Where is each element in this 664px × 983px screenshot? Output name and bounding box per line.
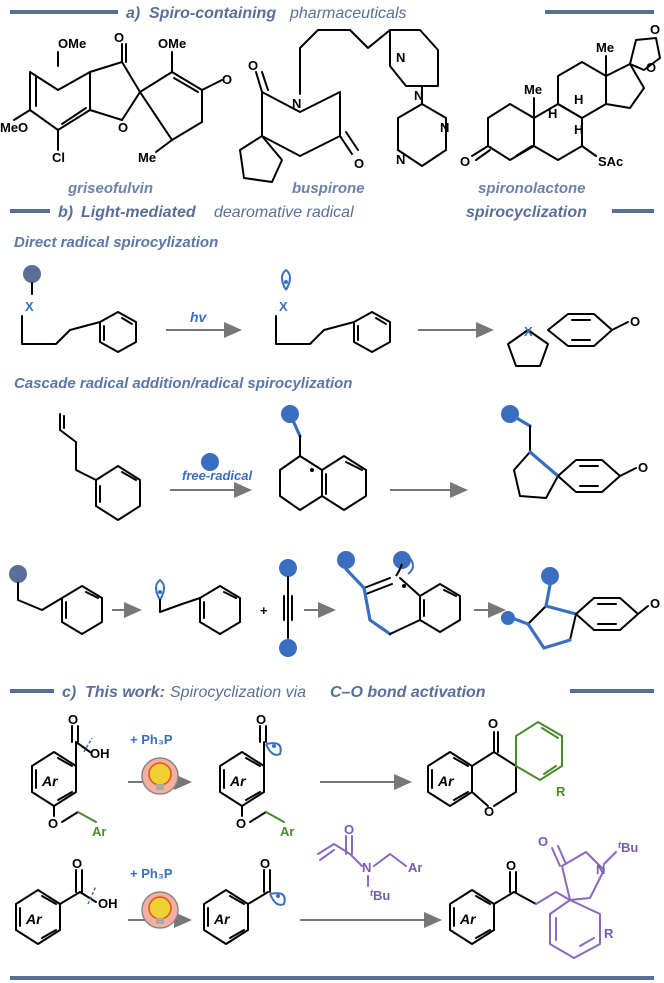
reagent-label-1: + Ph₃P	[130, 732, 173, 747]
reagent-label-2: + Ph₃P	[130, 866, 173, 881]
buspirone-pyr-n2: N	[396, 152, 405, 167]
acid-oh-2: OH	[98, 896, 118, 911]
cascade-scheme-1: free-radical O	[59, 405, 648, 521]
spironolactone-structure: O Me Me H H H O O SAc spironolactone	[460, 22, 661, 197]
direct-spirocyclization-scheme: X hv X X O	[21, 265, 640, 367]
lactam-n: N	[596, 862, 605, 877]
section-c-title-bold: This work:	[85, 684, 165, 701]
spironolactone-h2: H	[574, 92, 583, 107]
cascade-scheme-2: + O	[9, 551, 660, 657]
spironolactone-lactone-o: O	[650, 22, 660, 37]
buspirone-pip-n1: N	[396, 50, 405, 65]
buspirone-imide-n: N	[292, 96, 301, 111]
buspirone-pyr-n1: N	[440, 120, 449, 135]
cascade2-product-o: O	[650, 596, 660, 611]
section-b-header: b) Light-mediated dearomative radical sp…	[10, 204, 654, 221]
ar-label-2: Ar	[229, 773, 247, 789]
acyl-o-1: O	[256, 712, 266, 727]
acid-carbonyl-o-1: O	[68, 712, 78, 727]
griseofulvin-structure: OMe O OMe O O MeO Cl Me griseofulvin	[0, 30, 232, 197]
direct-x-atom-3: X	[524, 324, 533, 339]
chromanone-o: O	[488, 716, 498, 731]
section-b-label: b)	[58, 204, 73, 221]
section-b-title-bold2: spirocyclization	[466, 204, 587, 221]
section-b-title-mid: dearomative radical	[214, 204, 354, 221]
spironolactone-me1: Me	[524, 82, 542, 97]
direct-x-atom-1: X	[25, 299, 34, 314]
ar-label-4: Ar	[25, 911, 43, 927]
acrylamide-n: N	[362, 860, 371, 875]
ar-label-6: Ar	[459, 911, 477, 927]
subheading-cascade: Cascade radical addition/radical spirocy…	[14, 375, 352, 392]
ether-o-1: O	[48, 816, 58, 831]
acid-carbonyl-o-2: O	[72, 856, 82, 871]
acrylamide-reagent: O N Ar tBu	[317, 822, 422, 903]
r-group-2: R	[604, 926, 614, 941]
griseofulvin-ketone-o: O	[222, 72, 232, 87]
section-a-label: a)	[126, 5, 140, 22]
griseofulvin-cl: Cl	[52, 150, 65, 165]
buspirone-structure: N O O N N N N buspirone	[239, 29, 449, 197]
molecule-name-buspirone: buspirone	[292, 180, 365, 197]
photocatalyst-icon-2	[141, 891, 179, 929]
cascade2-plus: +	[260, 603, 268, 618]
lactam-tbu: tBu	[618, 840, 638, 855]
product-ketone-o: O	[506, 858, 516, 873]
griseofulvin-carbonyl-o: O	[114, 30, 124, 45]
ether-o-2: O	[236, 816, 246, 831]
griseofulvin-meo: MeO	[0, 120, 28, 135]
section-c-label: c)	[62, 684, 76, 701]
ar-green-1: Ar	[92, 824, 106, 839]
photocatalyst-icon	[141, 757, 179, 795]
spironolactone-me2: Me	[596, 40, 614, 55]
cascade1-product-o: O	[638, 460, 648, 475]
section-b-title-bold1: Light-mediated	[81, 204, 197, 221]
griseofulvin-ring-o: O	[118, 120, 128, 135]
radical-precursor-dot	[23, 265, 41, 283]
buspirone-o2: O	[354, 156, 364, 171]
spironolactone-sac: SAc	[598, 154, 623, 169]
ar-label-3: Ar	[437, 773, 455, 789]
ar-green-2: Ar	[280, 824, 294, 839]
spironolactone-h3: H	[574, 122, 583, 137]
chroman-ring-o: O	[484, 804, 494, 819]
direct-x-atom-2: X	[279, 299, 288, 314]
griseofulvin-ome-top: OMe	[58, 36, 86, 51]
section-c-title-mid: Spirocyclization via	[170, 684, 306, 701]
hv-label: hv	[190, 309, 208, 325]
section-c-title-bold2: C–O bond activation	[330, 684, 486, 701]
this-work-scheme-1: Ar O OH O Ar + Ph₃P Ar O O	[31, 712, 566, 839]
molecule-name-spironolactone: spironolactone	[478, 180, 586, 197]
section-a-title-rest: pharmaceuticals	[289, 5, 407, 22]
section-c-header: c) This work: Spirocyclization via C–O b…	[10, 684, 654, 701]
molecule-name-griseofulvin: griseofulvin	[67, 180, 153, 197]
this-work-scheme-2: Ar O OH + Ph₃P Ar O O	[15, 822, 638, 959]
free-radical-label: free-radical	[182, 468, 252, 483]
lactam-o: O	[538, 834, 548, 849]
ar-label-5: Ar	[213, 911, 231, 927]
spironolactone-o1: O	[460, 154, 470, 169]
buspirone-o1: O	[248, 58, 258, 73]
spironolactone-h1: H	[548, 106, 557, 121]
acid-oh-1: OH	[90, 746, 110, 761]
griseofulvin-me: Me	[138, 150, 156, 165]
acrylamide-tbu: tBu	[370, 888, 390, 903]
section-a-title-bold: Spiro-containing	[149, 5, 276, 22]
free-radical-dot	[201, 453, 219, 471]
acrylamide-ar: Ar	[408, 860, 422, 875]
spironolactone-ring-o: O	[646, 60, 656, 75]
r-group-1: R	[556, 784, 566, 799]
ar-label-1: Ar	[41, 773, 59, 789]
section-a-header: a) Spiro-containing pharmaceuticals	[10, 5, 654, 22]
griseofulvin-ome-right: OMe	[158, 36, 186, 51]
subheading-direct-radical: Direct radical spirocylization	[14, 234, 218, 251]
buspirone-pip-n2: N	[414, 88, 423, 103]
acrylamide-o: O	[344, 822, 354, 837]
acyl-o-2: O	[260, 856, 270, 871]
direct-product-o: O	[630, 314, 640, 329]
